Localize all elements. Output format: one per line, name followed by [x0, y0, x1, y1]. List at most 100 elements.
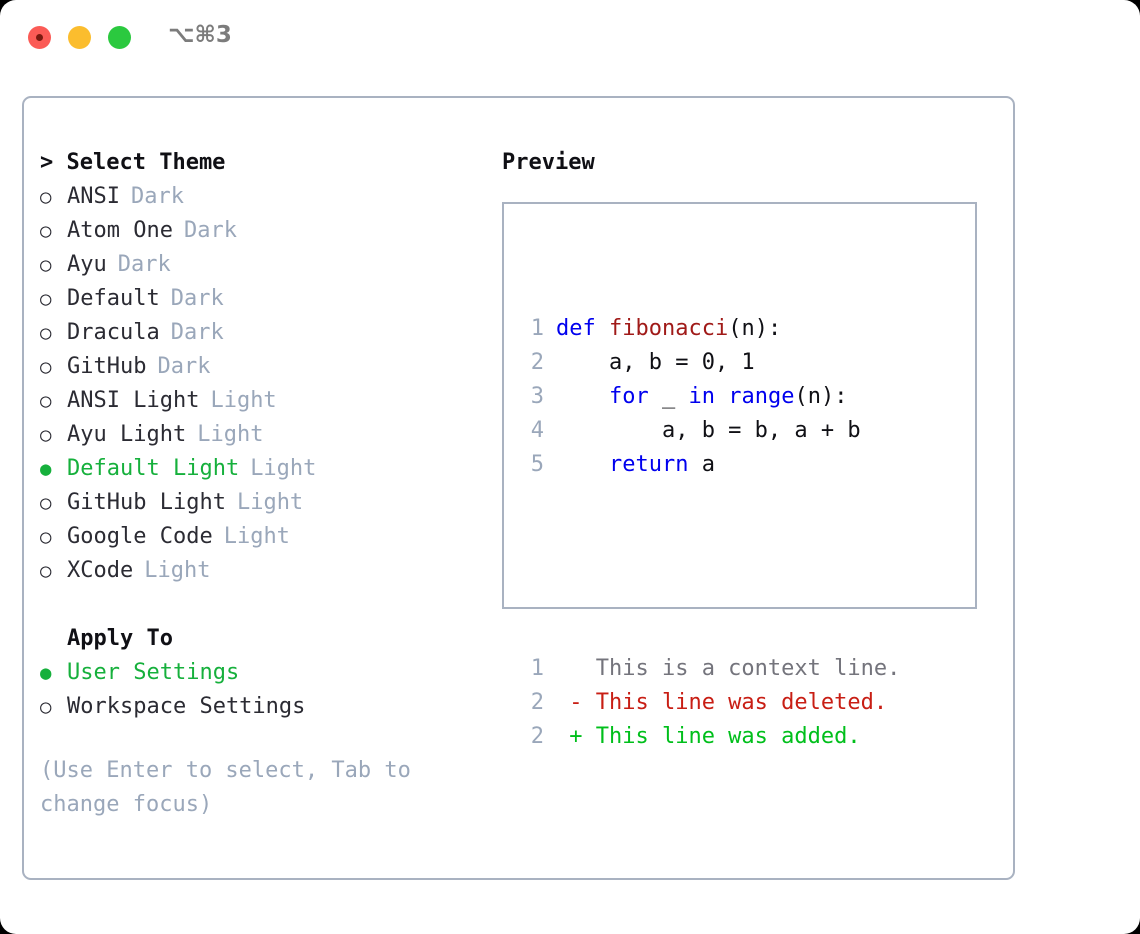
theme-option-label: Ayu Light: [67, 422, 187, 447]
code-line: 4 a, b = b, a + b: [518, 414, 900, 448]
line-number: 4: [530, 418, 544, 443]
theme-option-label: Default: [67, 286, 160, 311]
radio-unselected-icon: ○: [40, 492, 52, 514]
token-pl: _: [648, 384, 689, 409]
line-number: 1: [530, 656, 544, 681]
apply-to-option-user-settings[interactable]: ● User Settings: [40, 656, 490, 690]
apply-to-list[interactable]: ● User Settings ○ Workspace Settings: [40, 656, 490, 724]
minimize-button-icon[interactable]: [68, 26, 91, 49]
radio-unselected-icon: ○: [40, 288, 52, 310]
select-theme-header: > Select Theme: [40, 150, 226, 175]
apply-to-option-label: User Settings: [67, 660, 240, 685]
theme-variant-tag: Dark: [117, 252, 171, 277]
theme-option-label: ANSI Light: [67, 388, 200, 413]
code-line: 2 a, b = 0, 1: [518, 346, 900, 380]
line-number: 1: [530, 316, 544, 341]
token-fn: fibonacci: [608, 316, 729, 341]
token-dif-del: - This line was deleted.: [556, 690, 888, 715]
code-line: 3 for _ in range(n):: [518, 380, 900, 414]
radio-unselected-icon: ○: [40, 424, 52, 446]
radio-selected-icon: ●: [40, 662, 52, 684]
diff-line-text: + This line was added.: [556, 720, 861, 754]
radio-unselected-icon: ○: [40, 390, 52, 412]
theme-option-label: GitHub: [67, 354, 147, 379]
theme-variant-tag: Light: [210, 388, 277, 413]
radio-selected-icon: ●: [40, 458, 52, 480]
theme-option-label: Atom One: [67, 218, 173, 243]
theme-option-label: GitHub Light: [67, 490, 226, 515]
keyboard-hint-text: (Use Enter to select, Tab to change focu…: [40, 758, 411, 817]
line-number: 2: [530, 724, 544, 749]
theme-option-label: Google Code: [67, 524, 213, 549]
token-kw: return: [608, 452, 689, 477]
line-number: 3: [530, 384, 544, 409]
diff-line-text: - This line was deleted.: [556, 686, 887, 720]
theme-option-ayu[interactable]: ○ Ayu Dark: [40, 248, 490, 282]
code-line-text: a, b = 0, 1: [556, 346, 755, 380]
diff-line-text: This is a context line.: [556, 652, 901, 686]
theme-option-label: XCode: [67, 558, 134, 583]
line-number: 5: [530, 452, 544, 477]
theme-variant-tag: Light: [144, 558, 211, 583]
token-kw: in: [688, 384, 715, 409]
theme-option-label: Default Light: [67, 456, 240, 481]
token-pl: (n):: [728, 316, 782, 341]
theme-option-github[interactable]: ○ GitHub Dark: [40, 350, 490, 384]
theme-variant-tag: Light: [197, 422, 264, 447]
window-title: ⌥⌘3: [168, 22, 232, 48]
token-kw: for: [608, 384, 649, 409]
theme-variant-tag: Dark: [157, 354, 211, 379]
theme-variant-tag: Light: [223, 524, 290, 549]
code-line: 5 return a: [518, 448, 900, 482]
token-dif-ctx: This is a context line.: [556, 656, 901, 681]
theme-option-ayu-light[interactable]: ○ Ayu Light Light: [40, 418, 490, 452]
list-spacer: [40, 588, 490, 622]
radio-unselected-icon: ○: [40, 186, 52, 208]
line-number: 2: [530, 690, 544, 715]
code-line-text: return a: [556, 448, 715, 482]
theme-option-label: Ayu: [67, 252, 107, 277]
apply-to-header: Apply To: [67, 626, 173, 651]
radio-unselected-icon: ○: [40, 356, 52, 378]
radio-unselected-icon: ○: [40, 254, 52, 276]
token-pl: a: [688, 452, 715, 477]
radio-unselected-icon: ○: [40, 322, 52, 344]
radio-unselected-icon: ○: [40, 220, 52, 242]
radio-unselected-icon: ○: [40, 696, 52, 718]
theme-variant-tag: Dark: [170, 286, 224, 311]
diff-line: 2 + This line was added.: [518, 720, 900, 754]
close-button-icon[interactable]: [28, 26, 51, 49]
theme-variant-tag: Dark: [130, 184, 184, 209]
theme-option-ansi-light[interactable]: ○ ANSI Light Light: [40, 384, 490, 418]
title-bar: ⌥⌘3: [0, 0, 1140, 78]
diff-line: 2 - This line was deleted.: [518, 686, 900, 720]
token-pl: [556, 452, 609, 477]
token-dif-add: + This line was added.: [556, 724, 861, 749]
diff-line: 1 This is a context line.: [518, 652, 901, 686]
apply-to-option-workspace-settings[interactable]: ○ Workspace Settings: [40, 690, 490, 724]
token-pl: a, b = 0, 1: [556, 350, 755, 375]
diff-sample: 1 This is a context line.2 - This line w…: [518, 652, 901, 754]
code-line-text: a, b = b, a + b: [556, 414, 861, 448]
token-pl: [715, 384, 728, 409]
theme-option-default[interactable]: ○ Default Dark: [40, 282, 490, 316]
apply-to-option-label: Workspace Settings: [67, 694, 306, 719]
token-pl: (n):: [794, 384, 848, 409]
maximize-button-icon[interactable]: [108, 26, 131, 49]
theme-variant-tag: Dark: [170, 320, 224, 345]
